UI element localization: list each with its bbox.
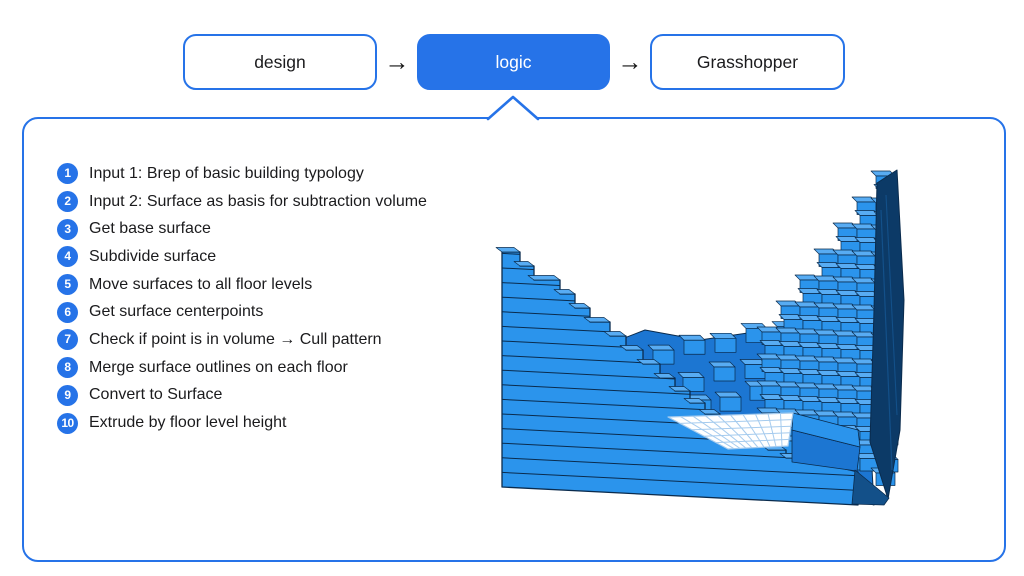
- step-text: Get base surface: [89, 220, 211, 238]
- step-text: Input 2: Surface as basis for subtractio…: [89, 192, 427, 210]
- step-number-badge: 3: [57, 218, 78, 240]
- step-text: Merge surface outlines on each floor: [89, 358, 348, 376]
- process-step: 2 Input 2: Surface as basis for subtract…: [57, 188, 427, 216]
- step-text: Get surface centerpoints: [89, 303, 264, 321]
- tab-grasshopper[interactable]: Grasshopper: [650, 34, 845, 90]
- step-number-badge: 2: [57, 191, 78, 213]
- panel-notch: [486, 95, 540, 121]
- flow-arrow-icon: →: [384, 48, 410, 76]
- step-text: Input 1: Brep of basic building typology: [89, 164, 364, 182]
- flow-arrow-icon: →: [617, 48, 643, 76]
- process-step: 1 Input 1: Brep of basic building typolo…: [57, 160, 427, 188]
- process-step: 9 Convert to Surface: [57, 382, 427, 410]
- step-number-badge: 10: [57, 412, 78, 434]
- tab-design[interactable]: design: [183, 34, 377, 90]
- step-text: Subdivide surface: [89, 247, 217, 265]
- process-step-list: 1 Input 1: Brep of basic building typolo…: [57, 160, 427, 437]
- process-step: 10 Extrude by floor level height: [57, 409, 427, 437]
- step-text: Check if point is in volume → Cull patte…: [89, 330, 382, 348]
- step-number-badge: 4: [57, 246, 78, 268]
- process-step: 7 Check if point is in volume → Cull pat…: [57, 326, 427, 354]
- step-number-badge: 6: [57, 301, 78, 323]
- step-number-badge: 5: [57, 274, 78, 296]
- step-text: Extrude by floor level height: [89, 414, 287, 432]
- step-number-badge: 9: [57, 384, 78, 406]
- step-number-badge: 7: [57, 329, 78, 351]
- step-text: Convert to Surface: [89, 386, 223, 404]
- process-step: 4 Subdivide surface: [57, 243, 427, 271]
- process-step: 3 Get base surface: [57, 215, 427, 243]
- terraced-building-3d-illustration: [495, 169, 905, 506]
- step-number-badge: 1: [57, 163, 78, 185]
- step-number-badge: 8: [57, 357, 78, 379]
- process-step: 8 Merge surface outlines on each floor: [57, 354, 427, 382]
- process-step: 5 Move surfaces to all floor levels: [57, 271, 427, 299]
- tab-logic[interactable]: logic: [417, 34, 610, 90]
- process-step: 6 Get surface centerpoints: [57, 298, 427, 326]
- step-text: Move surfaces to all floor levels: [89, 275, 313, 293]
